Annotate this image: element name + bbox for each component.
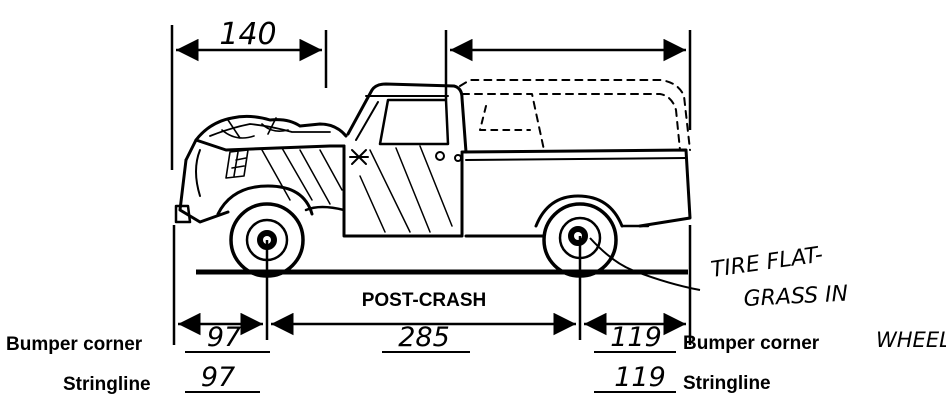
tire-flat-note: TIRE FLAT- xyxy=(709,242,824,282)
front-bumper-corner-label: Bumper corner xyxy=(6,334,143,355)
front-stringline-label: Stringline xyxy=(63,374,151,395)
top-dimension-value: 140 xyxy=(219,17,276,52)
front-stringline-value: 97 xyxy=(201,362,235,393)
wheel-center-lines xyxy=(172,225,692,345)
rear-bumper-corner-value: 119 xyxy=(610,322,662,353)
grass-in-note: GRASS IN xyxy=(743,282,849,312)
wheelbase-value: 285 xyxy=(398,322,450,353)
rear-bumper-corner-label: Bumper corner xyxy=(683,333,820,354)
top-dimension-lines xyxy=(170,25,692,170)
post-crash-title: POST-CRASH xyxy=(362,290,487,311)
note-leader-line xyxy=(589,237,701,291)
pickup-truck-drawing xyxy=(174,79,692,238)
rear-stringline-label: Stringline xyxy=(683,373,771,394)
wheel-note: WHEEL xyxy=(876,328,946,352)
rear-stringline-value: 119 xyxy=(614,362,666,393)
front-bumper-corner-value: 97 xyxy=(207,322,241,353)
